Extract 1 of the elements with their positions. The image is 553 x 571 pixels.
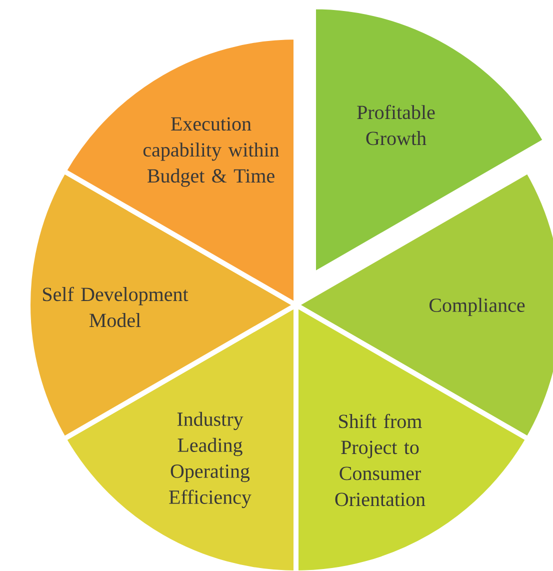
pie-segment: Profitable Growth: [311, 4, 548, 278]
